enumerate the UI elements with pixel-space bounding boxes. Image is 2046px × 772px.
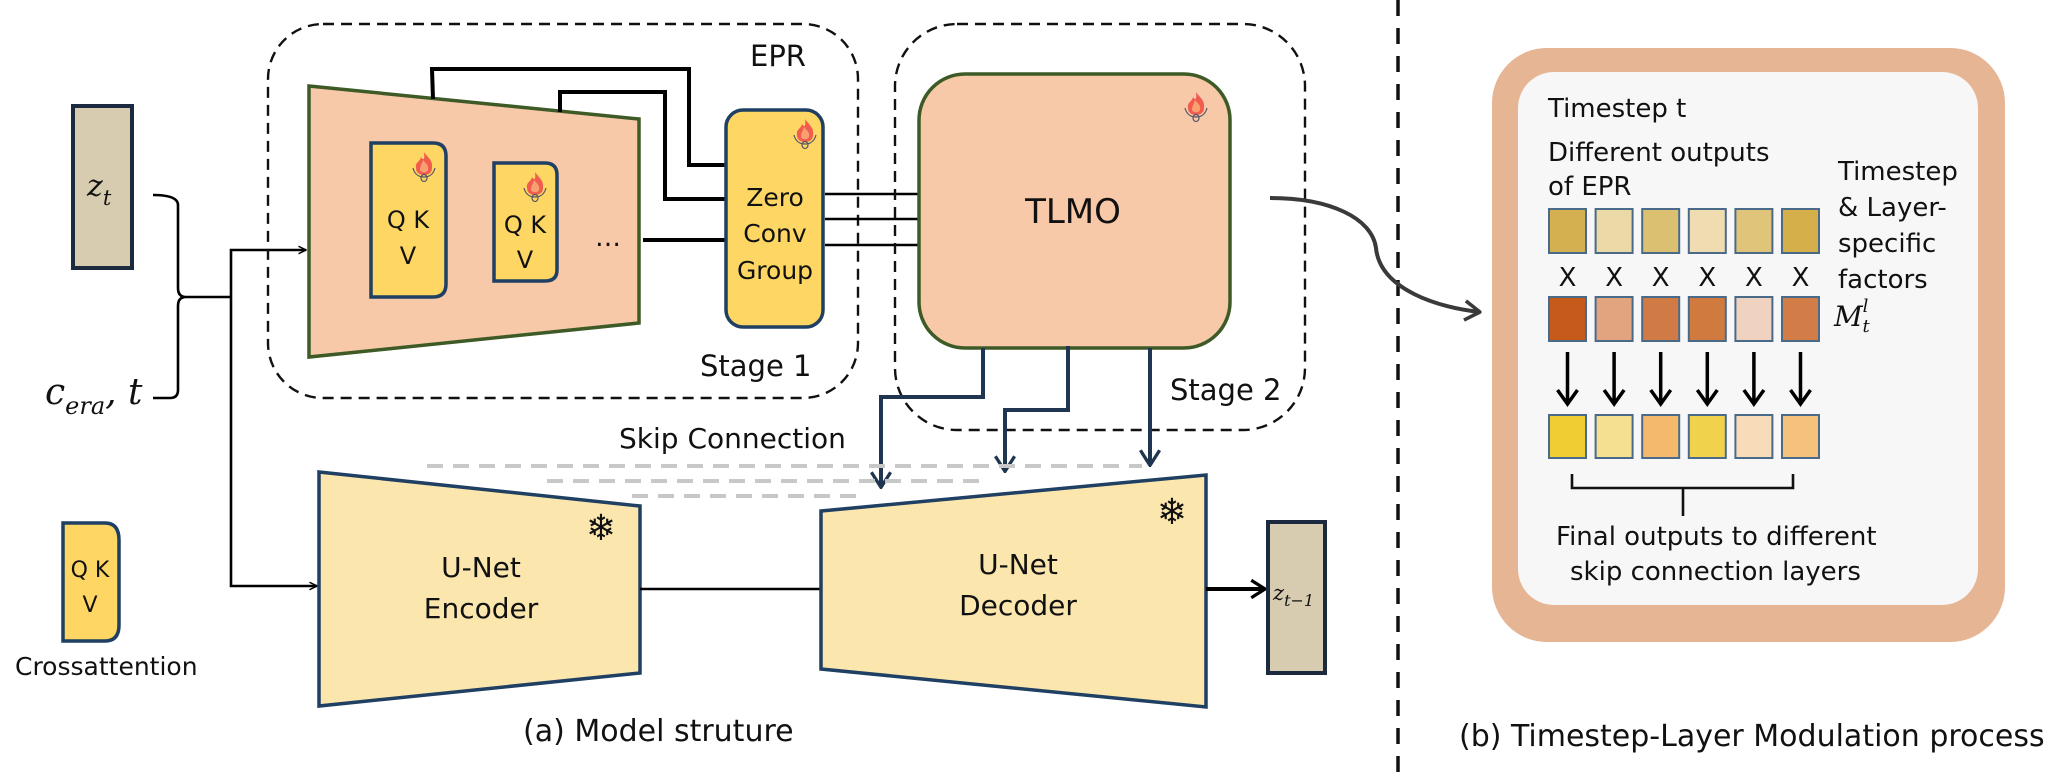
epr-outputs-label: of EPR [1548, 172, 1632, 202]
input-brace [152, 193, 232, 400]
final-output-square [1548, 414, 1587, 459]
tlmo-to-skip-2 [1005, 346, 1070, 470]
multiply-icon: X [1698, 263, 1716, 293]
final-outputs-label: Final outputs to different [1556, 522, 1877, 552]
zero-conv-label: Zero [746, 183, 804, 212]
snowflake-icon: ❄ [1157, 492, 1187, 533]
factors-label-line: factors [1838, 265, 1928, 295]
factors-label-line: Timestep [1837, 157, 1958, 187]
final-output-square [1781, 414, 1820, 459]
factor-square [1687, 296, 1727, 342]
stage1-label: Stage 1 [700, 349, 811, 383]
latent-zt-minus-1: zt−1 [1266, 520, 1327, 675]
final-output-square [1641, 414, 1681, 459]
epr-output-row [1548, 208, 1820, 254]
down-arrow-icon [1742, 352, 1766, 408]
final-output-square [1594, 414, 1634, 459]
factor-square [1734, 296, 1774, 342]
epr-output-square [1781, 208, 1820, 254]
final-outputs-label: skip connection layers [1570, 557, 1861, 587]
final-output-row [1548, 414, 1820, 459]
trainable-crossattention-block-2: Q K V [492, 161, 559, 283]
down-arrow-icon [1695, 352, 1719, 408]
legend-qkv-label: Q K [71, 558, 110, 583]
down-arrow-icon [1602, 352, 1626, 408]
zero-conv-label: Group [737, 256, 813, 285]
caption-a: (a) Model struture [523, 714, 794, 749]
legend-crossattention: Q K V Crossattention [15, 521, 198, 681]
decoder-label: Decoder [959, 589, 1077, 622]
epr-outputs-label: Different outputs [1548, 138, 1770, 168]
qkv-label: Q K [504, 211, 548, 239]
stage2-region [893, 22, 1307, 432]
factor-square [1594, 296, 1634, 342]
qkv-label: Q K [387, 206, 431, 234]
latent-zt: zt [71, 104, 134, 270]
factor-square [1641, 296, 1681, 342]
qkv-label: V [517, 246, 534, 274]
multiply-icon: X [1792, 263, 1810, 293]
epr-encoder-block [307, 84, 641, 359]
down-arrow-icon [1789, 352, 1812, 408]
factor-square [1548, 296, 1587, 342]
factors-label-line: & Layer- [1838, 193, 1947, 223]
epr-output-square [1548, 208, 1587, 254]
zero-conv-group: Zero Conv Group [724, 108, 825, 329]
tlmo-block: TLMO [917, 72, 1232, 350]
snowflake-icon: ❄ [586, 508, 616, 549]
multiply-icon: X [1605, 263, 1623, 293]
encoder-label: Encoder [424, 592, 539, 625]
tlmo-to-panel-arrow [1269, 196, 1480, 312]
epr-connection-1 [429, 67, 726, 167]
stage1-region [266, 22, 860, 400]
skip-connection-label: Skip Connection [619, 422, 846, 455]
encoder-label: U-Net [441, 551, 521, 584]
epr-label: EPR [750, 39, 806, 73]
unet-decoder: ❄ U-Net Decoder [819, 473, 1208, 709]
arrow-row [1556, 352, 1812, 408]
tlmo-to-skip-1 [881, 348, 985, 486]
legend-label: Crossattention [15, 652, 198, 681]
zt-minus-1-label: zt−1 [1272, 581, 1314, 610]
decoder-label: U-Net [978, 548, 1058, 581]
timestep-title: Timestep t [1547, 94, 1686, 124]
unet-encoder: ❄ U-Net Encoder [317, 470, 642, 708]
input-to-encoder-arrow [229, 297, 317, 586]
trainable-crossattention-block-1: Q K V [369, 141, 448, 299]
factors-label-line: specific [1838, 229, 1936, 259]
multiply-icon: X [1559, 263, 1577, 293]
epr-output-square [1734, 208, 1774, 254]
factors-label: Timestep & Layer-specific factors [1837, 157, 1958, 295]
multiply-icon: X [1745, 263, 1763, 293]
legend-qkv-label: V [82, 593, 97, 618]
epr-connection-2 [558, 90, 726, 201]
zt-label: zt [86, 169, 112, 210]
epr-output-square [1641, 208, 1681, 254]
caption-b: (b) Timestep-Layer Modulation process [1459, 719, 2045, 754]
qkv-label: V [400, 242, 417, 270]
epr-output-square [1594, 208, 1634, 254]
factor-row [1548, 296, 1820, 342]
epr-output-square [1687, 208, 1727, 254]
cera-t-label: cera, t [45, 372, 143, 420]
down-arrow-icon [1556, 352, 1579, 408]
ellipsis: … [595, 223, 621, 253]
final-output-square [1734, 414, 1774, 459]
input-to-epr-arrow [229, 250, 306, 297]
tlmo-label: TLMO [1024, 192, 1121, 232]
final-outputs-bracket [1570, 474, 1795, 516]
final-output-square [1687, 414, 1727, 459]
zero-conv-label: Conv [743, 219, 807, 248]
stage2-label: Stage 2 [1170, 373, 1281, 407]
factor-square [1781, 296, 1820, 342]
down-arrow-icon [1649, 352, 1673, 408]
multiply-icon: X [1652, 263, 1670, 293]
